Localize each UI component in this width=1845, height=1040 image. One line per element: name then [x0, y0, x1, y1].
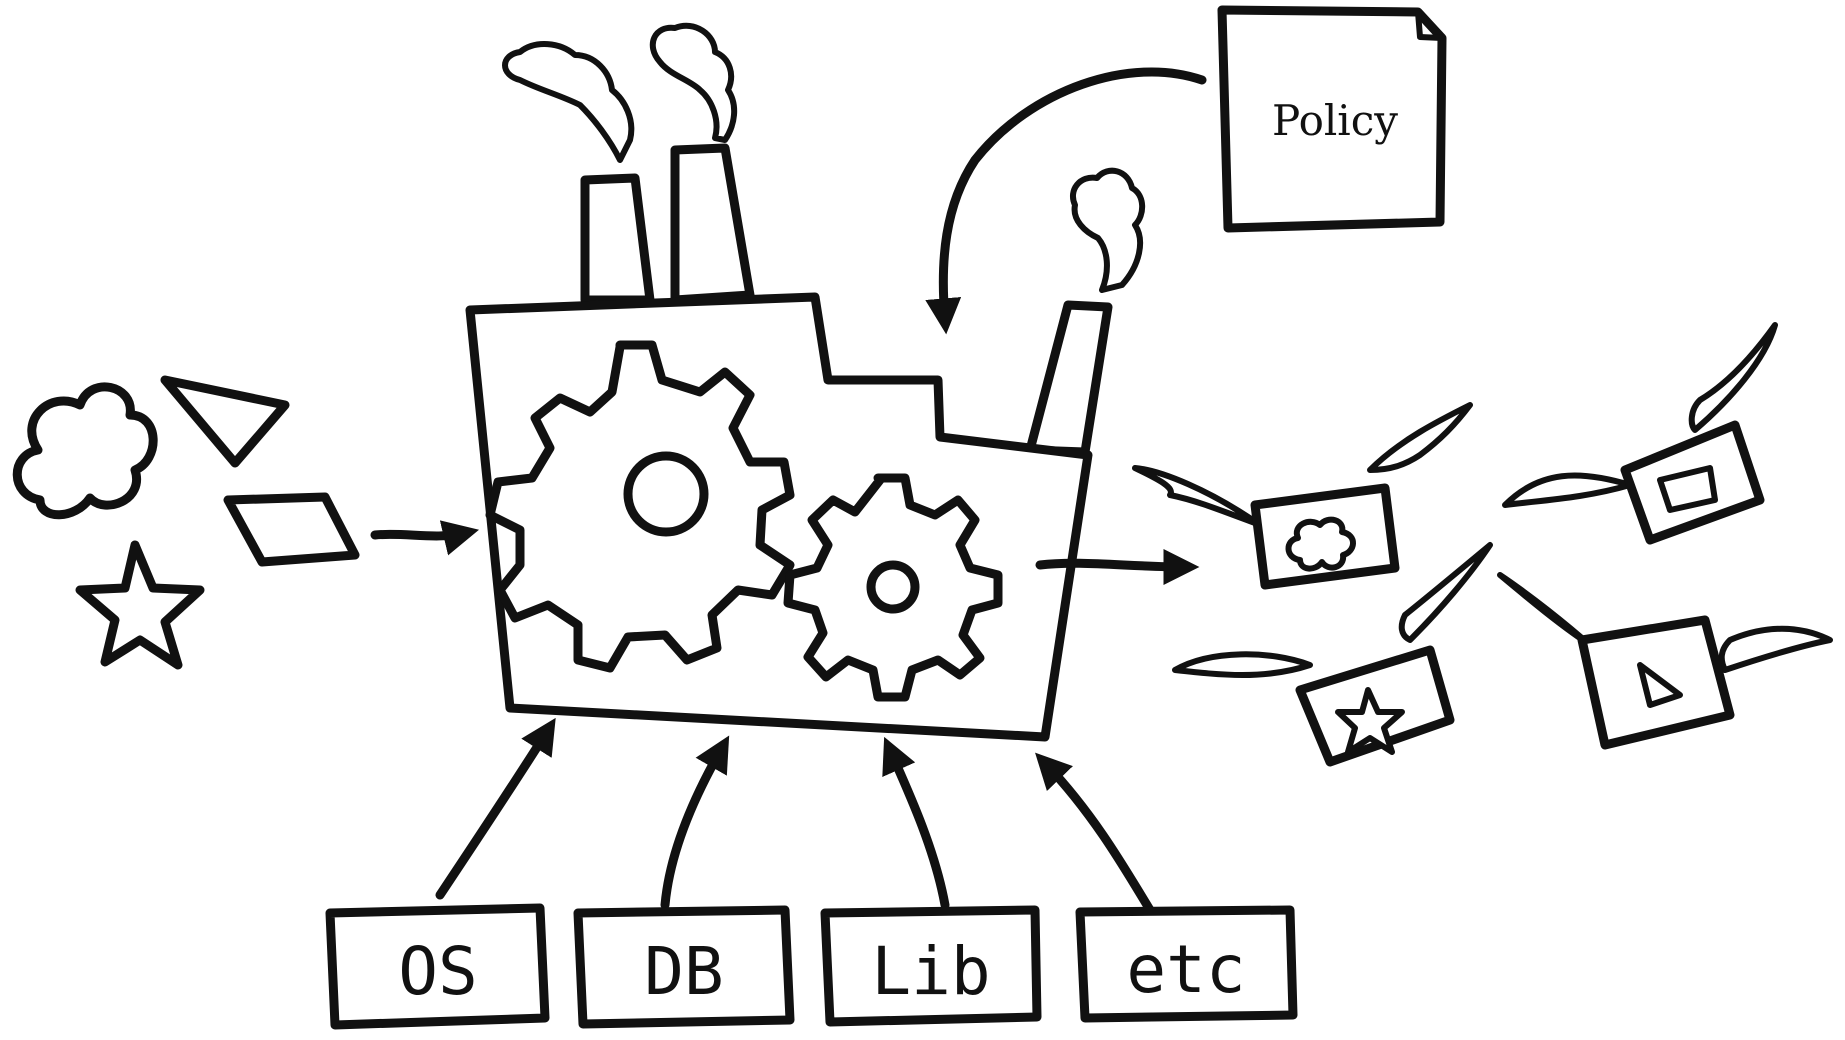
winged-envelope-star — [1172, 542, 1493, 767]
input-arrow — [370, 520, 480, 556]
output-arrow — [1035, 548, 1200, 585]
dependency-label-os: OS — [398, 933, 477, 1010]
factory — [465, 143, 1113, 742]
output-envelopes — [1132, 322, 1833, 767]
dependency-box-lib: Lib — [820, 905, 1042, 1027]
policy-document: Policy — [1217, 5, 1447, 233]
winged-envelope-triangle — [1497, 572, 1833, 750]
policy-arrow — [925, 67, 1207, 335]
gear-small — [783, 473, 1003, 702]
chimney-left — [580, 173, 655, 305]
dependency-boxes: OS DB Lib etc — [325, 903, 1298, 1030]
winged-envelope-diamond — [1502, 322, 1778, 545]
input-triangle-icon — [160, 375, 290, 468]
gear-small-hole — [866, 560, 920, 614]
winged-envelope-cloud — [1132, 402, 1473, 590]
input-shapes — [12, 375, 360, 670]
gear-large-hole — [623, 451, 709, 537]
dependency-label-etc: etc — [1126, 931, 1245, 1008]
input-cloud-icon — [12, 382, 158, 520]
smoke — [502, 22, 1146, 293]
dependency-box-db: DB — [573, 905, 795, 1029]
envelope-cloud-icon — [1285, 516, 1356, 572]
envelope-star-icon — [1335, 687, 1405, 755]
envelope-triangle-icon — [1637, 662, 1683, 708]
dependency-label-db: DB — [644, 933, 723, 1010]
chimney-right — [1025, 300, 1113, 457]
policy-document-icon — [1217, 5, 1447, 233]
arrow-os — [435, 717, 556, 900]
factory-body — [465, 292, 1093, 742]
arrow-etc — [1035, 752, 1155, 915]
dependency-box-etc: etc — [1075, 905, 1298, 1023]
dependency-label-lib: Lib — [871, 933, 990, 1010]
input-diamond-icon — [223, 492, 360, 567]
smoke-middle-icon — [649, 22, 738, 143]
arrow-db — [660, 735, 730, 910]
input-star-icon — [75, 540, 205, 670]
chimney-middle — [670, 143, 755, 305]
policy-label: Policy — [1272, 96, 1398, 145]
envelope-diamond-icon — [1657, 465, 1718, 513]
dependency-arrows — [435, 717, 1155, 915]
smoke-left-icon — [502, 41, 635, 163]
dependency-box-os: OS — [325, 903, 550, 1030]
gear-large — [485, 340, 795, 673]
smoke-right-icon — [1070, 167, 1146, 293]
arrow-lib — [882, 736, 950, 910]
